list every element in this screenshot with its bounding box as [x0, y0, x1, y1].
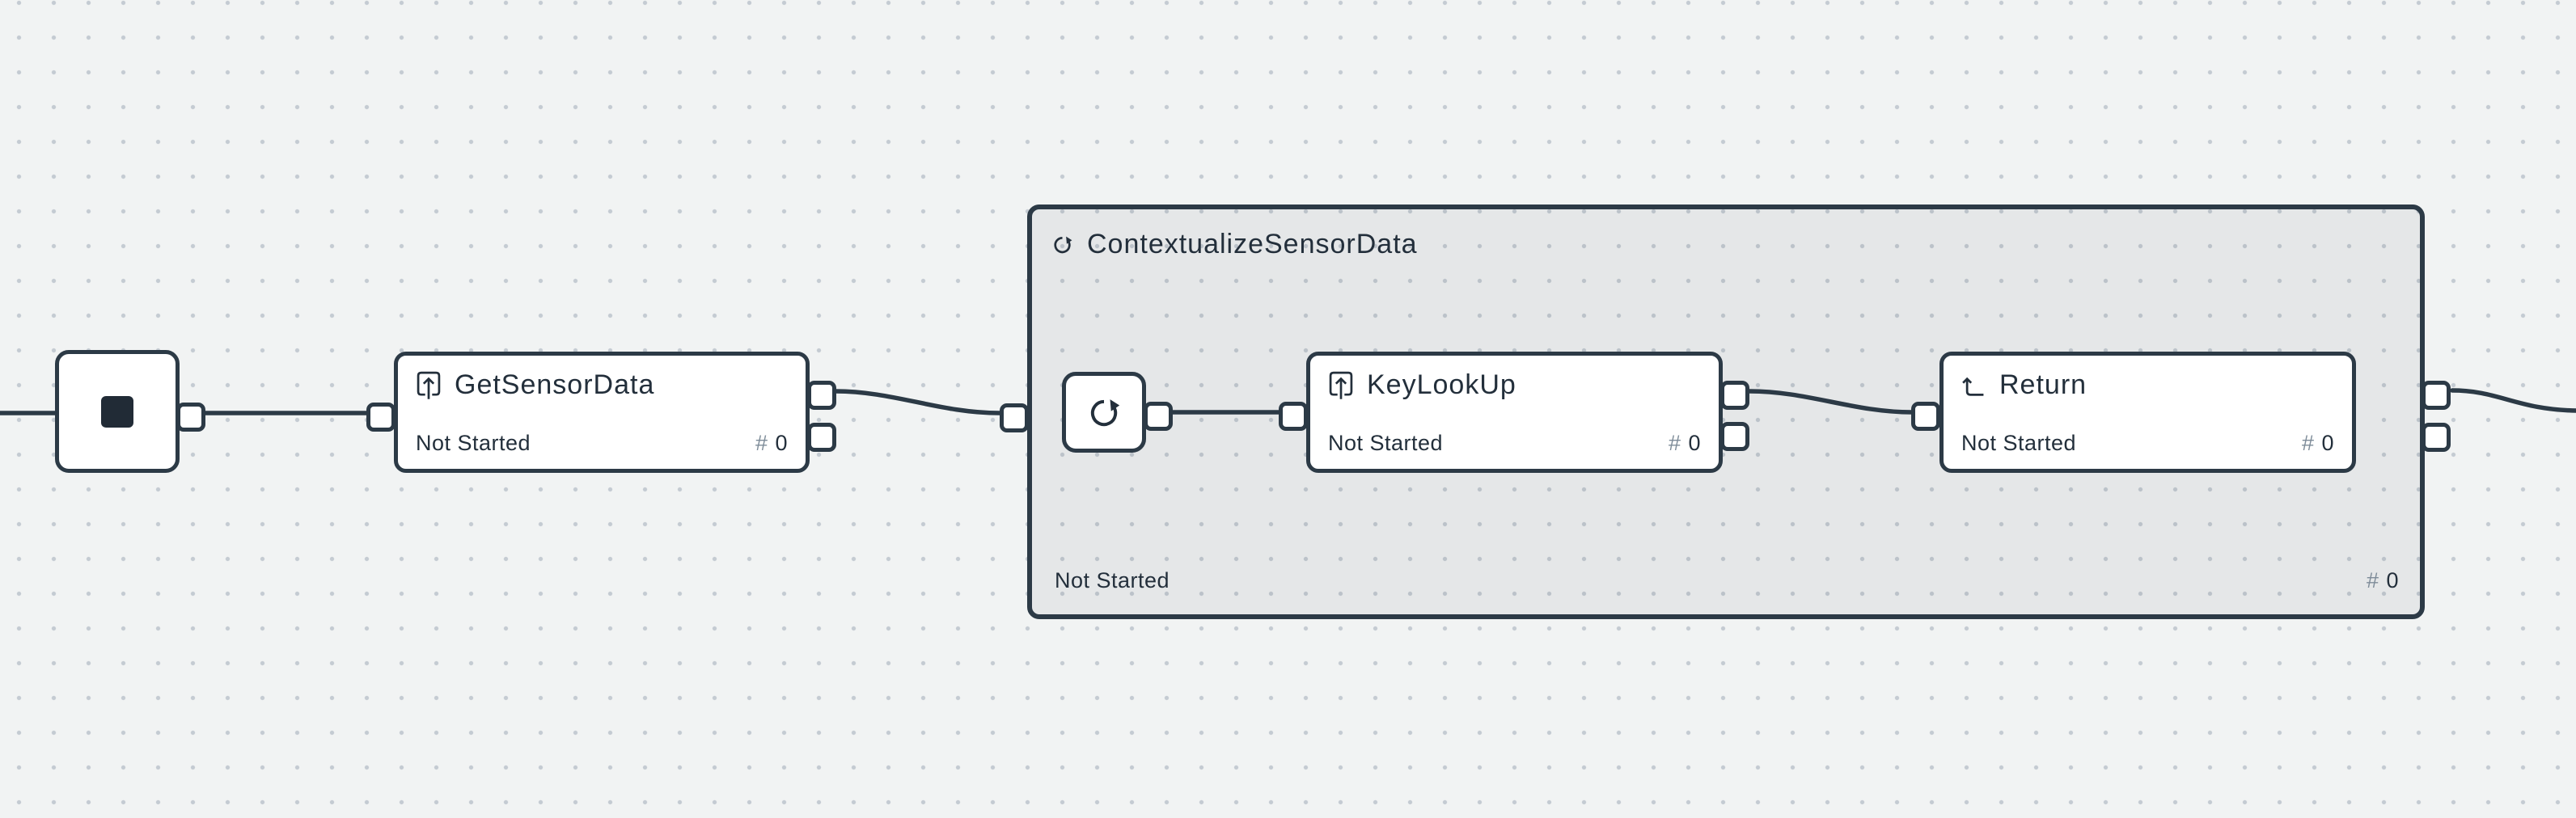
keylookup-output-port-top[interactable]: [1720, 381, 1749, 410]
start-output-port[interactable]: [176, 403, 205, 432]
start-node[interactable]: [55, 350, 205, 473]
group-output-port-top[interactable]: [2422, 381, 2451, 410]
run-count: 0: [2321, 431, 2334, 455]
loop-output-port[interactable]: [1144, 402, 1173, 431]
getsensordata-output-port-top[interactable]: [807, 381, 836, 410]
rotate-clockwise-icon: [1084, 392, 1124, 432]
group-run-counter: #0: [2367, 568, 2399, 593]
edge-getsensordata-to-group: [833, 389, 1002, 415]
group-header: ContextualizeSensorData: [1050, 229, 1418, 260]
hash-symbol: #: [2301, 431, 2315, 455]
stop-square-icon: [101, 395, 133, 428]
getsensordata-input-port[interactable]: [366, 403, 395, 432]
group-title: ContextualizeSensorData: [1087, 229, 1418, 259]
node-status: Not Started: [416, 431, 531, 455]
node-title: Return: [1999, 369, 2087, 400]
hash-symbol: #: [2366, 568, 2379, 592]
hash-symbol: #: [755, 431, 768, 455]
group-status: Not Started: [1055, 568, 1170, 592]
node-status: Not Started: [1328, 431, 1444, 455]
node-title: KeyLookUp: [1367, 369, 1516, 400]
return-up-icon: [1961, 372, 1986, 399]
keylookup-output-port-bottom[interactable]: [1720, 422, 1749, 451]
group-input-port[interactable]: [1000, 403, 1029, 432]
box-arrow-up-icon: [416, 370, 442, 400]
activity-node-keylookup[interactable]: KeyLookUp Not Started #0: [1279, 352, 1749, 473]
node-run-counter: #0: [2302, 431, 2334, 456]
node-title: GetSensorData: [455, 369, 655, 400]
run-count: 0: [775, 431, 788, 455]
node-status: Not Started: [1961, 431, 2077, 455]
activity-node-return[interactable]: Return Not Started #0: [1911, 352, 2356, 473]
keylookup-input-port[interactable]: [1279, 402, 1308, 431]
activity-node-getsensordata[interactable]: GetSensorData Not Started #0: [366, 352, 836, 473]
run-count: 0: [2386, 568, 2399, 592]
loop-marker-node[interactable]: [1062, 372, 1173, 453]
node-run-counter: #0: [1669, 431, 1701, 456]
hash-symbol: #: [1668, 431, 1681, 455]
group-output-port-bottom[interactable]: [2422, 423, 2451, 452]
run-count: 0: [1688, 431, 1701, 455]
rotate-clockwise-icon: [1050, 232, 1075, 257]
edge-group-outgoing-right: [2450, 388, 2576, 413]
box-arrow-up-icon: [1328, 370, 1354, 400]
return-input-port[interactable]: [1911, 402, 1940, 431]
group-footer: Not Started #0: [1055, 568, 2399, 593]
getsensordata-output-port-bottom[interactable]: [807, 423, 836, 452]
node-run-counter: #0: [755, 431, 788, 456]
